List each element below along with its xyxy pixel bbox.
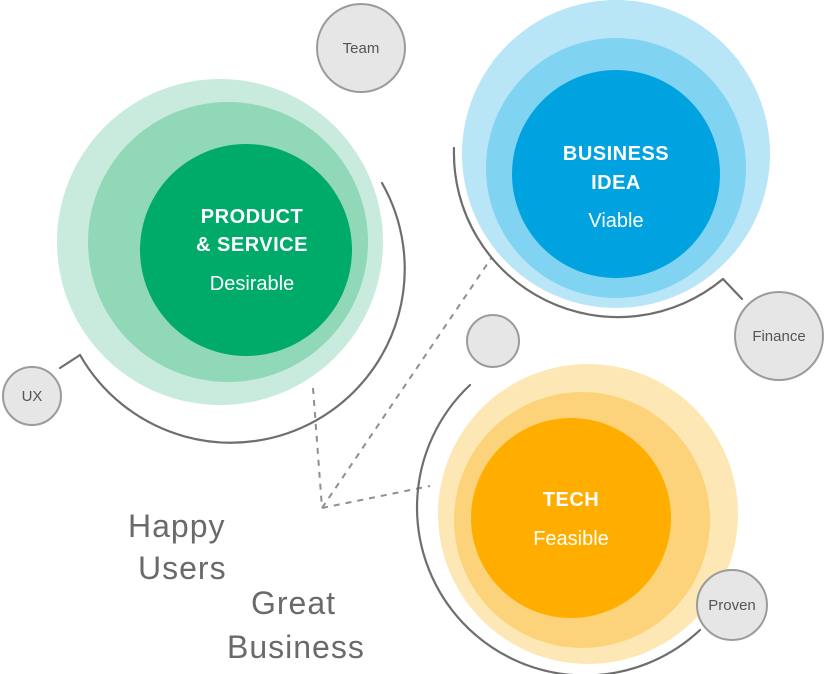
proven-bubble-shape xyxy=(696,569,768,641)
bubbles: Team UX Finance Proven xyxy=(2,3,824,641)
business-idea-circle: BUSINESS IDEA Viable xyxy=(462,0,770,308)
connector-product xyxy=(312,387,323,509)
product-title-line2: & SERVICE xyxy=(196,234,308,256)
tagline-line-4: Business xyxy=(227,629,365,665)
team-bubble: Team xyxy=(316,3,406,93)
tagline-line-3: Great xyxy=(251,585,336,621)
connector-tech xyxy=(321,485,431,509)
ux-bubble-label: UX xyxy=(22,388,43,405)
business-title-line1: BUSINESS xyxy=(563,143,669,165)
product-core xyxy=(140,144,352,356)
ux-bubble-shape xyxy=(2,366,62,426)
tech-circle: TECH Feasible xyxy=(438,364,738,664)
orbit-arc-product xyxy=(78,181,406,444)
connector-business xyxy=(321,256,493,509)
orbit-arc-tech xyxy=(415,383,702,674)
tech-core xyxy=(471,418,671,618)
dashed-connectors xyxy=(312,256,493,509)
tagline: Happy Users Great Business xyxy=(128,508,365,665)
tech-title: TECH xyxy=(543,489,599,511)
orbit-arc-business-tick xyxy=(721,277,744,301)
ux-bubble: UX xyxy=(2,366,62,426)
product-subtitle: Desirable xyxy=(210,273,294,295)
business-subtitle: Viable xyxy=(588,210,643,232)
tagline-line-2: Users xyxy=(138,550,227,586)
blank-bubble-shape xyxy=(466,314,520,368)
tech-subtitle: Feasible xyxy=(533,528,609,550)
team-bubble-shape xyxy=(316,3,406,93)
business-title-line2: IDEA xyxy=(591,172,641,194)
tagline-line-1: Happy xyxy=(128,508,226,544)
product-service-circle: PRODUCT & SERVICE Desirable xyxy=(57,79,383,405)
business-core xyxy=(512,70,720,278)
proven-bubble: Proven xyxy=(696,569,768,641)
product-title-line1: PRODUCT xyxy=(201,206,303,228)
blank-bubble xyxy=(466,314,520,368)
finance-bubble: Finance xyxy=(734,291,824,381)
orbit-arcs xyxy=(58,146,744,674)
orbit-arc-business xyxy=(452,146,725,319)
proven-bubble-label: Proven xyxy=(708,597,756,614)
orbit-arc-product-tick xyxy=(58,353,82,370)
finance-bubble-shape xyxy=(734,291,824,381)
team-bubble-label: Team xyxy=(343,40,380,57)
finance-bubble-label: Finance xyxy=(752,328,805,345)
